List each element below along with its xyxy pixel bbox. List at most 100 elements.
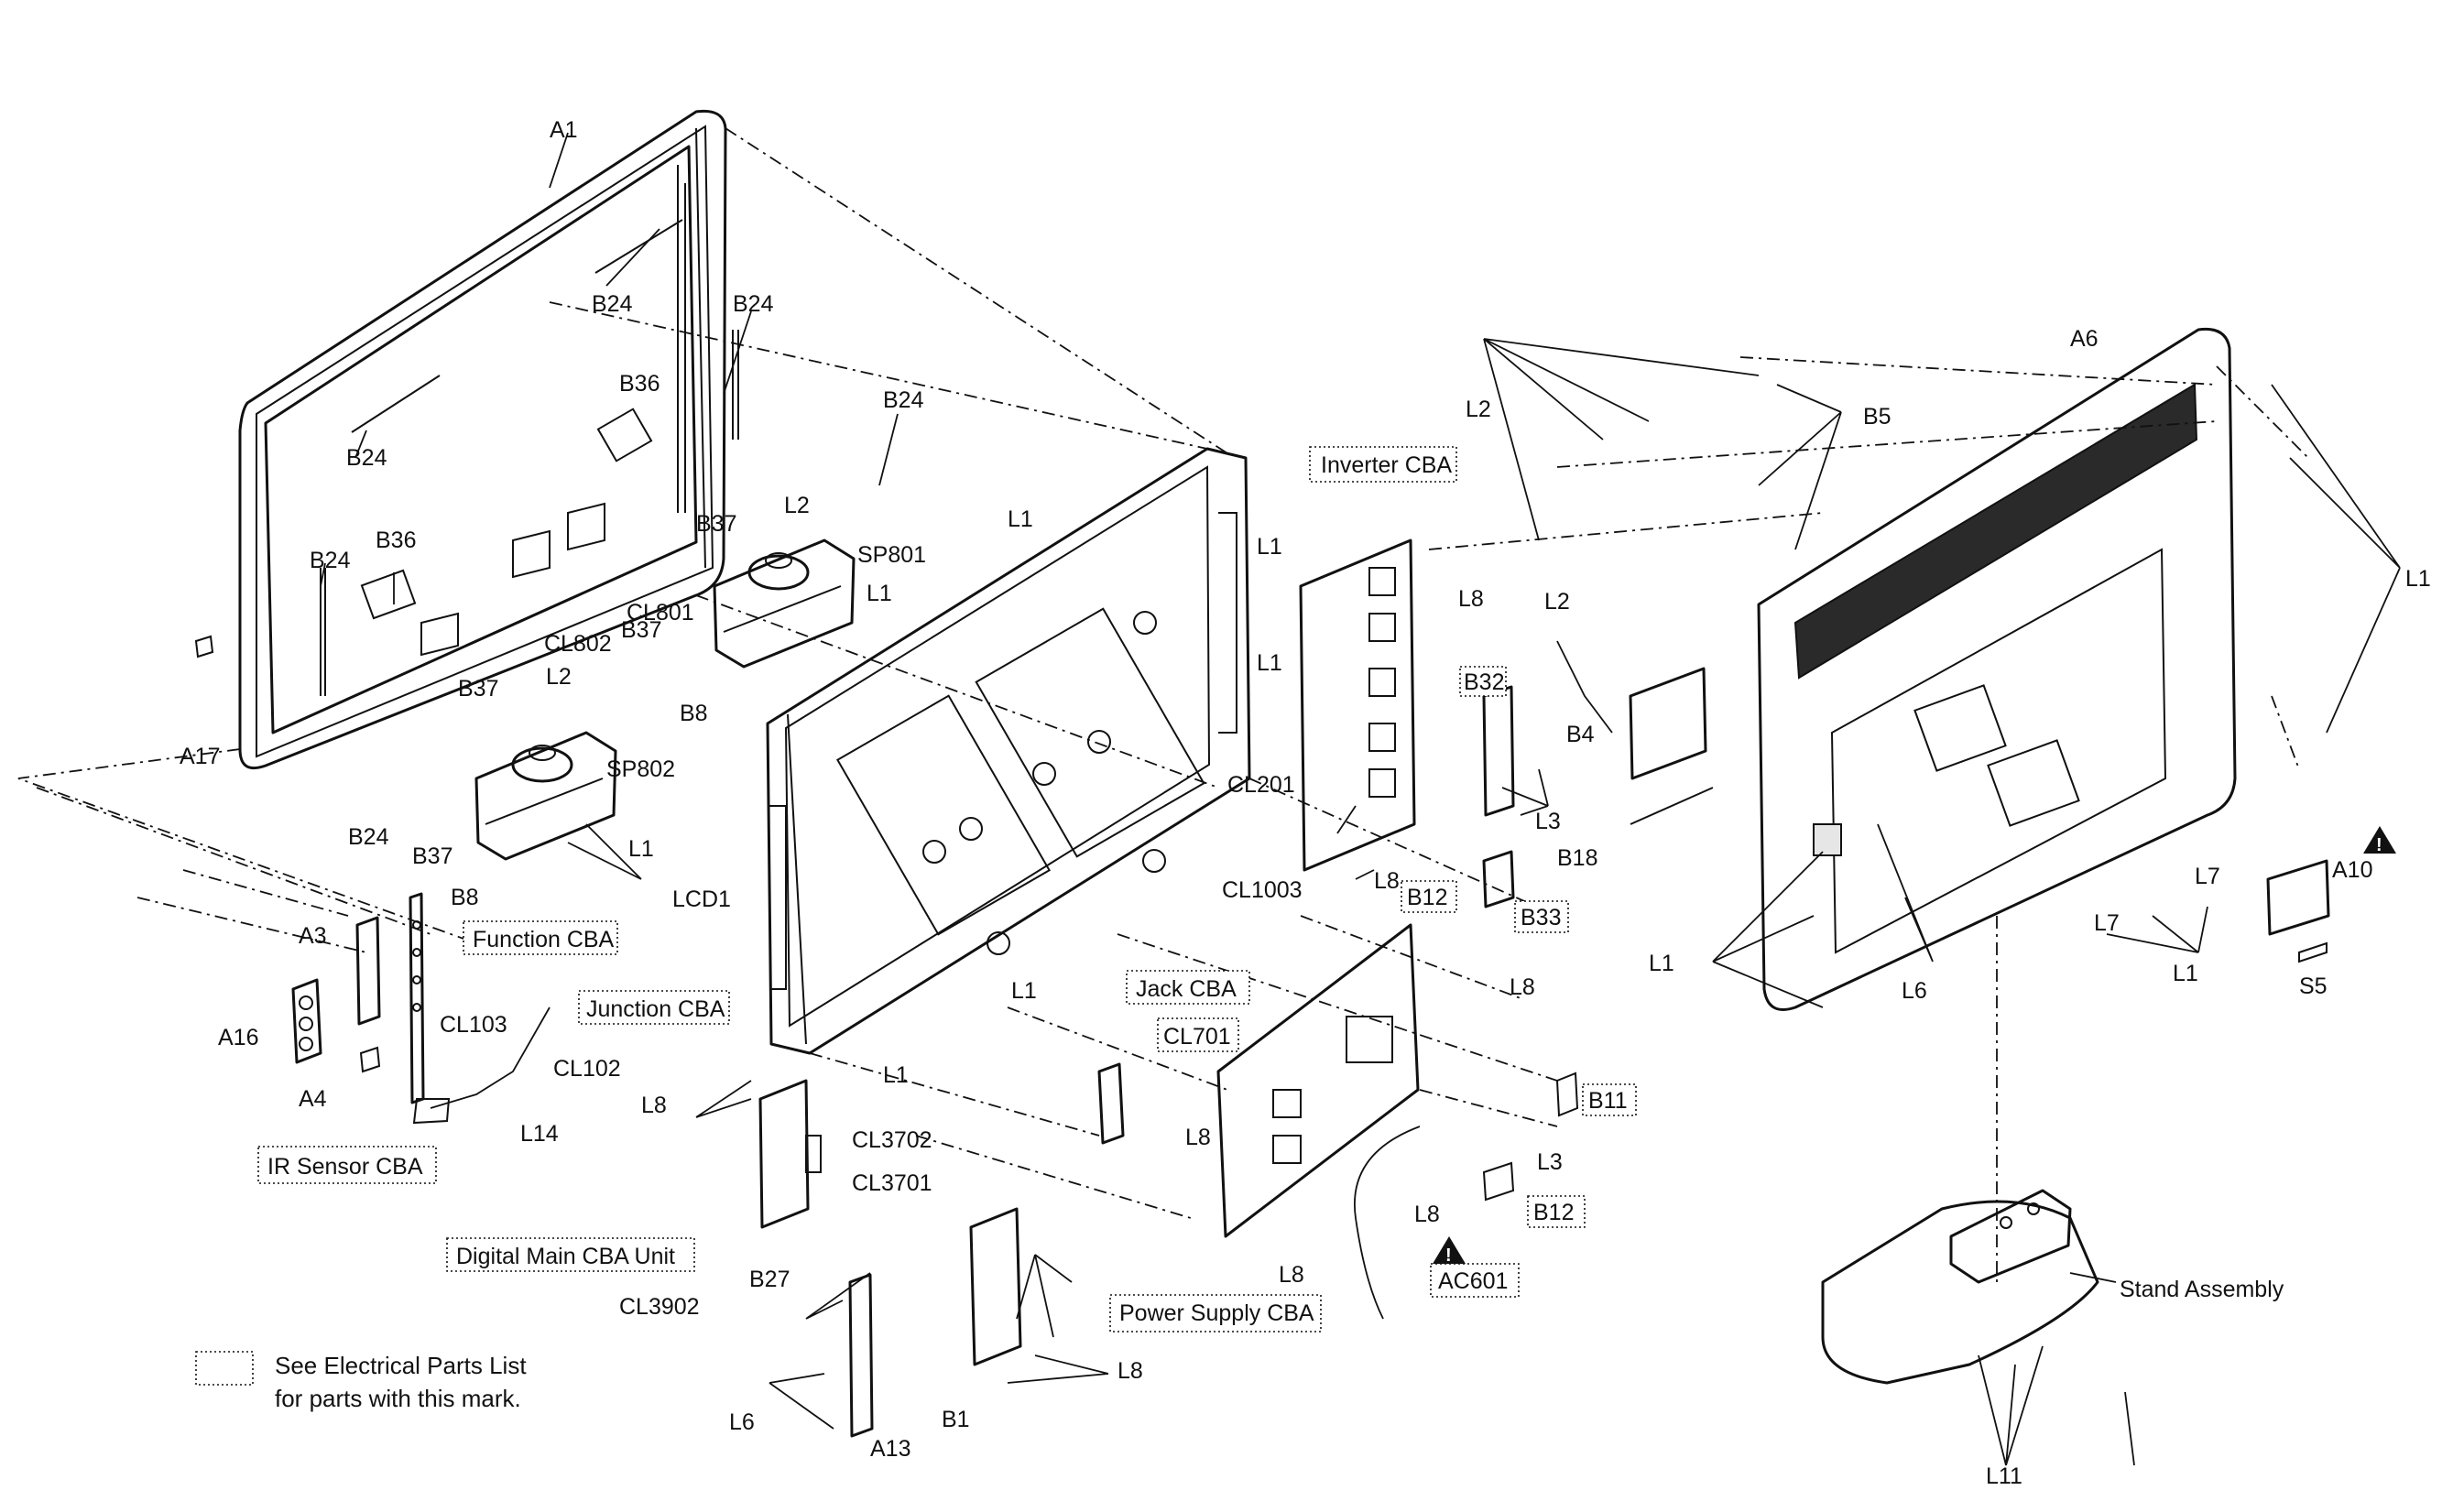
label-l2-4: L2: [1544, 589, 1570, 615]
digital-main-board: [758, 1079, 822, 1229]
label-l1-2: L1: [628, 836, 654, 862]
bracket-b11: [1555, 1071, 1579, 1117]
label-cl201: CL201: [1227, 772, 1295, 798]
label-jack-cba: Jack CBA: [1136, 976, 1237, 1002]
label-l14: L14: [520, 1121, 559, 1147]
label-b8-2: B8: [451, 885, 479, 910]
part-a13: [848, 1273, 874, 1438]
label-b32-boxed: B32: [1464, 669, 1504, 695]
part-a17: [194, 635, 214, 658]
label-l7-1: L7: [2195, 864, 2220, 889]
label-l6-1: L6: [729, 1409, 755, 1435]
label-ir-sensor-cba: IR Sensor CBA: [267, 1154, 423, 1180]
label-l3-2: L3: [1535, 809, 1561, 834]
label-l1-7: L1: [883, 1062, 909, 1088]
label-sp801: SP801: [857, 542, 926, 568]
label-l8-3: L8: [1510, 974, 1535, 1000]
speaker-sp801: [713, 538, 856, 669]
label-l3-1: L3: [1537, 1149, 1563, 1175]
label-l1-3: L1: [1008, 506, 1033, 532]
label-b36-1: B36: [619, 371, 660, 397]
legend-box-icon: [195, 1351, 254, 1386]
label-lcd1: LCD1: [672, 887, 731, 912]
label-s5: S5: [2299, 974, 2328, 999]
label-a10: [2266, 859, 2330, 936]
label-power-supply-cba: Power Supply CBA: [1119, 1300, 1314, 1326]
label-cl103: CL103: [440, 1012, 507, 1038]
jack-board: [1097, 1062, 1125, 1145]
label-cl802: CL802: [544, 631, 612, 657]
legend-line-2: for parts with this mark.: [275, 1385, 521, 1412]
label-cl3902: CL3902: [619, 1294, 700, 1320]
label-l8-5: L8: [641, 1093, 667, 1118]
label-l8-6: L8: [1279, 1262, 1304, 1288]
cable-cl102: [430, 1006, 551, 1109]
warning-icon: !: [1433, 1236, 1466, 1266]
label-l6-2: L6: [1902, 978, 1927, 1004]
label-b5: B5: [1863, 404, 1891, 430]
label-l8-4: L8: [1185, 1125, 1211, 1150]
label-b8-1: B8: [680, 701, 708, 726]
label-l1-4: L1: [1257, 534, 1282, 560]
label-b33-boxed: B33: [1521, 905, 1561, 930]
label-stand-assembly: Stand Assembly: [2120, 1277, 2284, 1302]
bracket-b32: [1482, 685, 1515, 817]
label-b24-6: B24: [348, 824, 389, 850]
legend-line-1: See Electrical Parts List: [275, 1352, 527, 1379]
label-cl3702: CL3702: [852, 1127, 932, 1153]
label-a10: A10: [2332, 857, 2372, 883]
label-b24-1: B24: [592, 291, 633, 317]
label-l2-1: L2: [784, 493, 810, 518]
label-b24-5: B24: [310, 548, 351, 573]
label-cl701: CL701: [1163, 1024, 1231, 1050]
label-b37-4: B37: [412, 843, 452, 869]
label-l8-8: L8: [1117, 1358, 1143, 1384]
part-s5: [2298, 941, 2328, 963]
svg-text:!: !: [1445, 1245, 1452, 1266]
label-b4: B4: [1566, 722, 1595, 747]
label-a1: A1: [550, 117, 578, 143]
label-l1-5: L1: [1257, 650, 1282, 676]
label-l2-3: L2: [1466, 397, 1491, 422]
label-cl3701: CL3701: [852, 1170, 932, 1196]
label-l7-2: L7: [2094, 910, 2120, 936]
label-sp802: SP802: [606, 756, 675, 782]
label-a17: A17: [180, 744, 220, 769]
label-b12-boxed-1: B12: [1407, 885, 1447, 910]
label-b27: B27: [749, 1267, 790, 1292]
label-l1-10: L1: [2173, 961, 2198, 986]
label-a13: A13: [870, 1436, 910, 1462]
boxed-small-labels: B32 B12 B33 B11 B12 CL701: [1163, 669, 1628, 1225]
legend-note: See Electrical Parts List for parts with…: [195, 1351, 527, 1412]
bracket-b12: [1482, 1161, 1515, 1202]
leader-lines: [320, 132, 2401, 1466]
label-ac601: AC601: [1438, 1268, 1508, 1294]
power-supply-board: [1216, 923, 1420, 1238]
label-b24-4: B24: [883, 387, 924, 413]
side-panel-a16: [291, 978, 322, 1064]
label-b11-boxed: B11: [1588, 1088, 1628, 1114]
inverter-board: [1299, 538, 1416, 872]
ir-sensor-board: [412, 1098, 451, 1125]
strip-b18: [1630, 787, 1714, 825]
label-l8-2: L8: [1374, 868, 1400, 894]
bracket-b33: [1482, 850, 1515, 908]
label-l1-6: L1: [1011, 978, 1037, 1004]
front-bezel-a1: [238, 109, 739, 770]
label-l1-8: L1: [2405, 566, 2431, 592]
label-b37-3: B37: [458, 676, 498, 702]
bracket-b1: [969, 1207, 1022, 1366]
label-b12-boxed-2: B12: [1533, 1200, 1574, 1225]
label-l2-2: L2: [546, 664, 572, 690]
label-l8-1: L8: [1458, 586, 1484, 612]
ac-cord-ac601: [1354, 1126, 1421, 1320]
svg-text:!: !: [2376, 835, 2382, 855]
label-l1-1: L1: [867, 581, 892, 606]
part-a4: [359, 1046, 381, 1073]
label-junction-cba: Junction CBA: [586, 996, 725, 1022]
bracket-b4: [1629, 667, 1707, 780]
assembly-lines: [17, 127, 2309, 1282]
label-a6: A6: [2070, 326, 2099, 352]
label-a16: A16: [218, 1025, 258, 1050]
